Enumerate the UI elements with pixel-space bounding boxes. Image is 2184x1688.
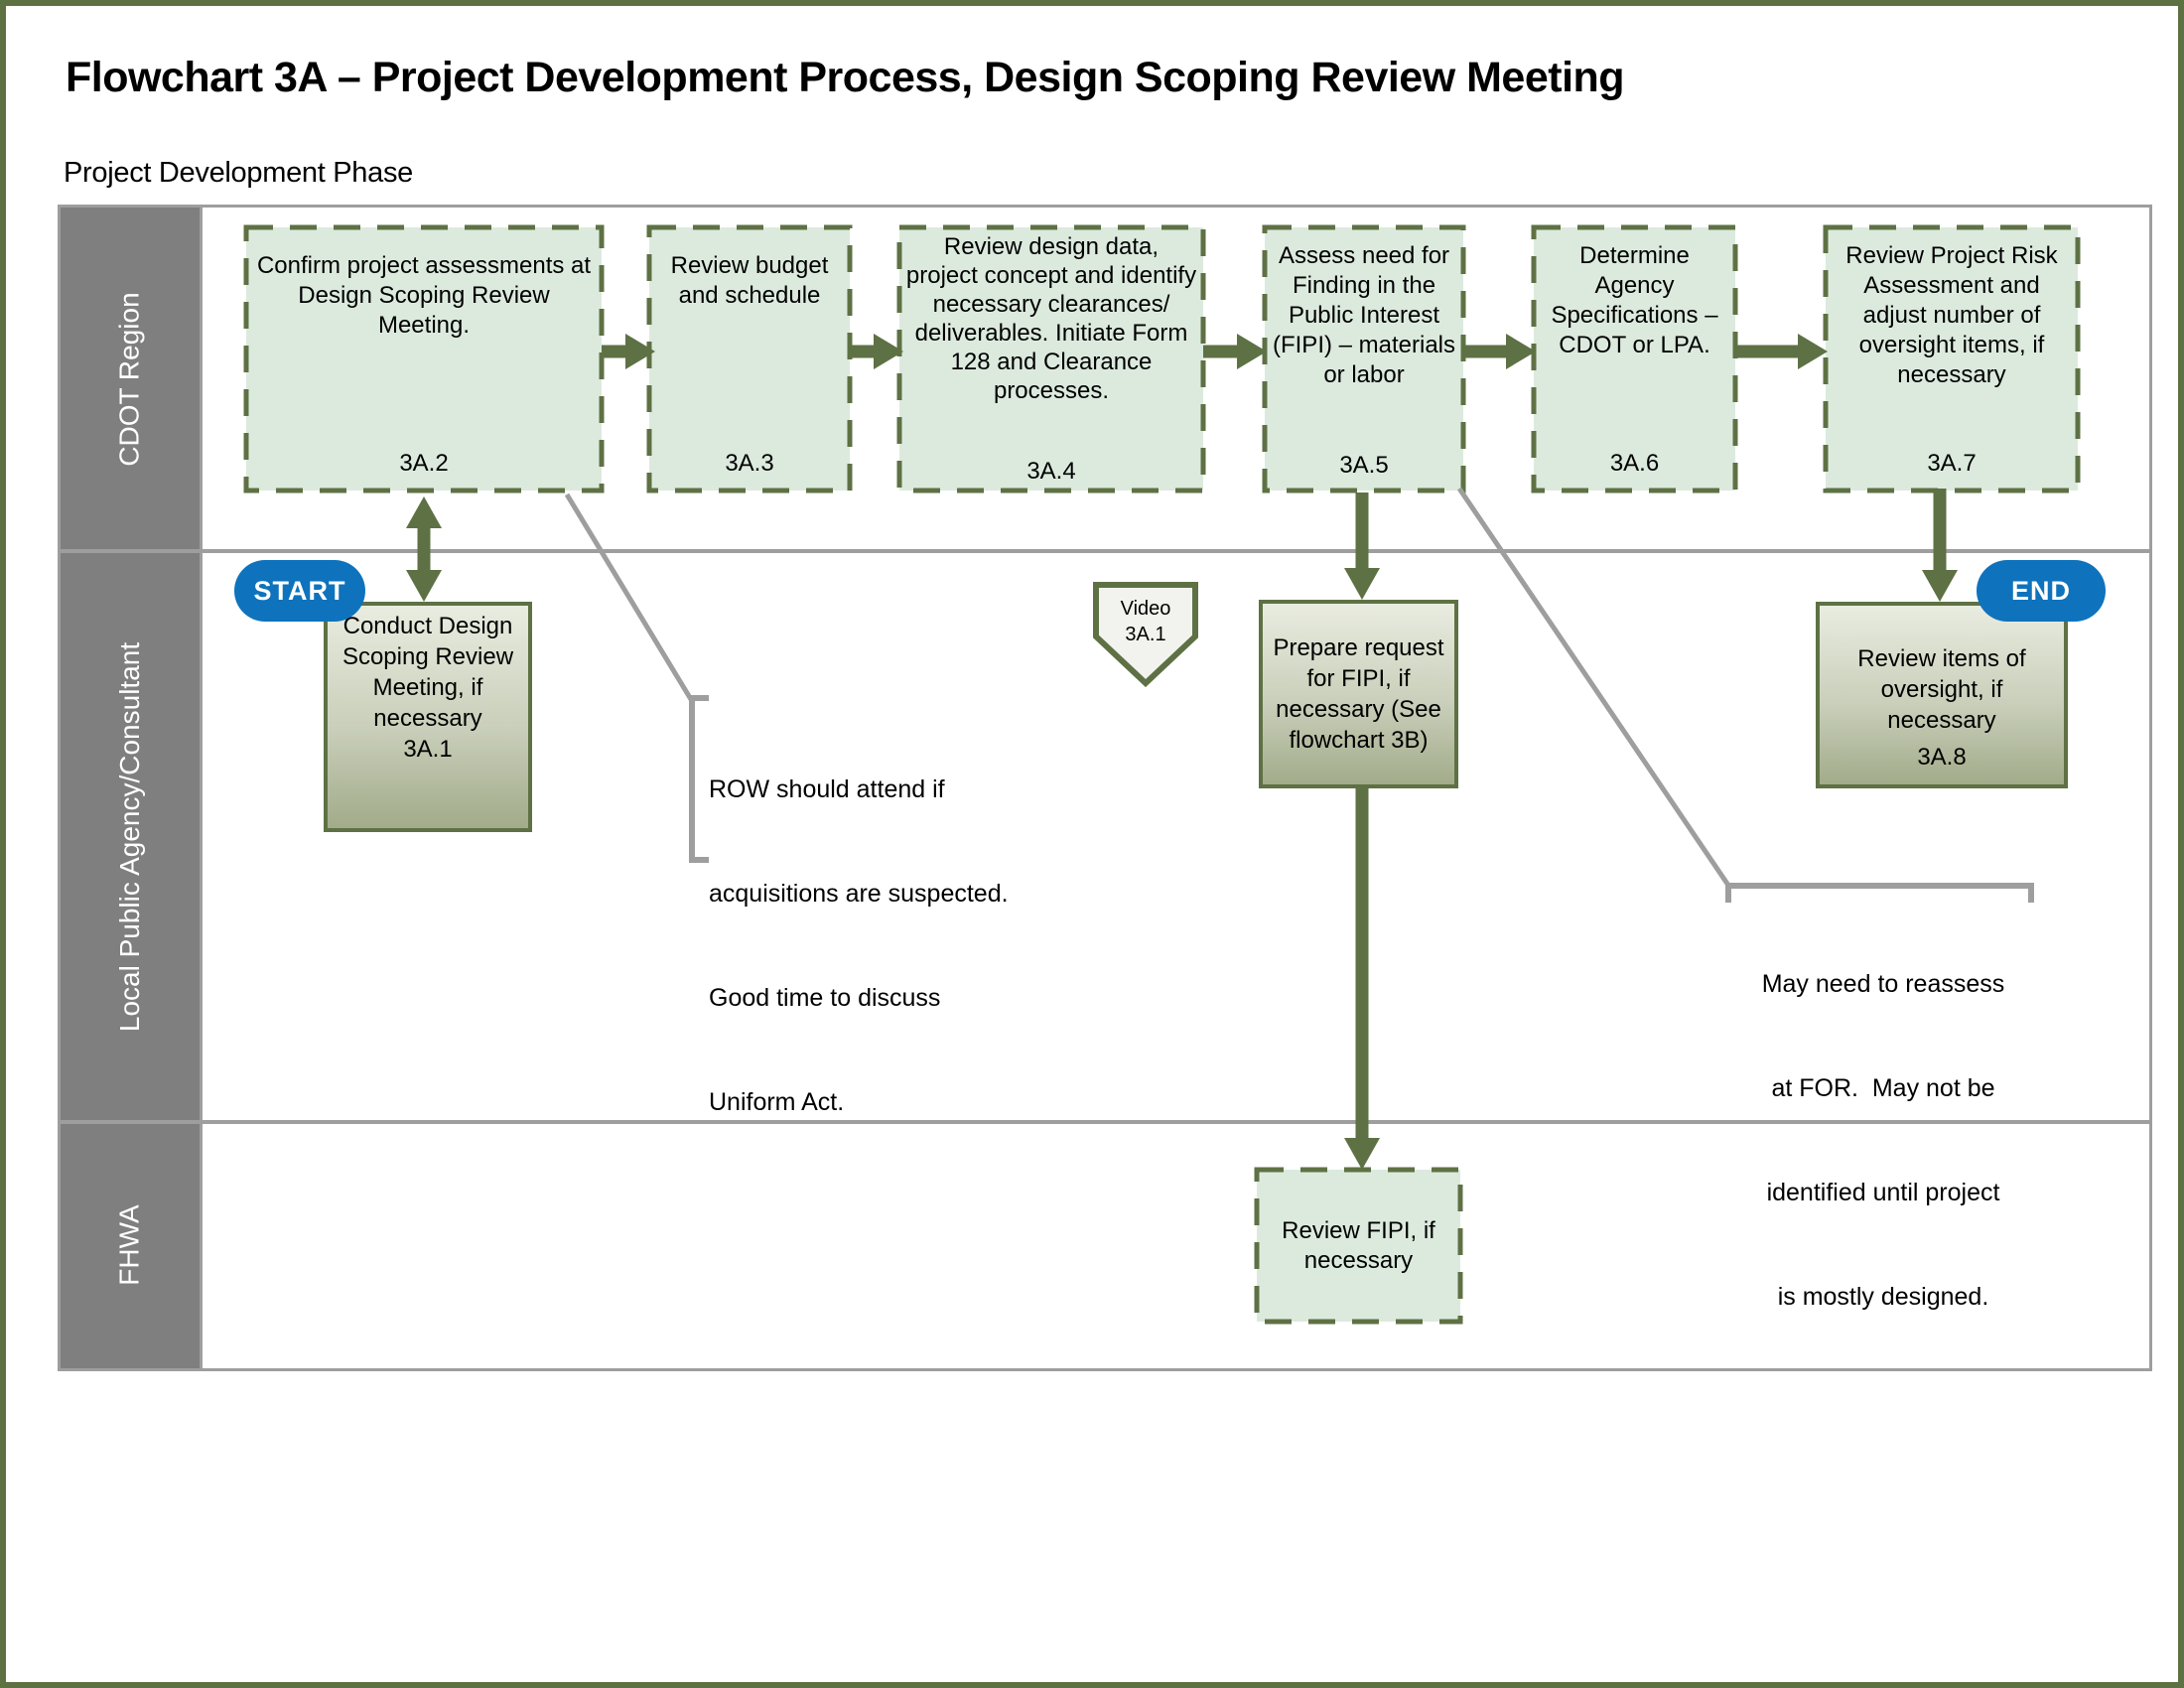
lane-divider-1 [61,549,2149,553]
box-text: Review budget and schedule [670,252,829,309]
box-text: Conduct Design Scoping Review Meeting, i… [341,613,514,732]
process-box-prepare-fipi: Prepare request for FIPI, if necessary (… [1259,600,1458,788]
box-number: 3A.3 [725,450,774,477]
lane-label-text: CDOT Region [114,292,146,467]
box-text: Review Project Risk Assessment and adjus… [1845,242,2058,388]
box-text: Review items of oversight, if necessary [1857,645,2026,734]
process-box-review-fipi: Review FIPI, if necessary [1257,1170,1460,1322]
video-marker: Video 3A.1 [1096,596,1195,647]
process-box-3a2: Confirm project assessments at Design Sc… [246,227,602,491]
callout-line: May need to reassess [1761,970,2005,998]
page-title: Flowchart 3A – Project Development Proce… [66,54,1625,101]
lane-label-cdot-region: CDOT Region [61,208,200,551]
box-text: Confirm project assessments at Design Sc… [256,252,592,339]
end-terminator: END [1977,560,2106,622]
box-text: Prepare request for FIPI, if necessary (… [1273,634,1444,754]
lane-label-fhwa: FHWA [61,1122,200,1368]
lane-label-local-public-agency: Local Public Agency/Consultant [61,551,200,1122]
callout-line: Uniform Act. [709,1088,845,1116]
callout-row-note: ROW should attend if acquisitions are su… [709,703,1056,1190]
process-box-3a4: Review design data, project concept and … [899,227,1203,491]
process-box-3a3: Review budget and schedule 3A.3 [649,227,850,491]
box-text: Determine Agency Specifications – CDOT o… [1551,242,1718,358]
callout-reassess-note: May need to reassess at FOR. May not be … [1719,898,2047,1384]
box-text: Assess need for Finding in the Public In… [1272,242,1456,388]
box-number: 3A.2 [399,450,449,477]
phase-label: Project Development Phase [64,157,413,189]
process-box-3a5: Assess need for Finding in the Public In… [1265,227,1463,491]
callout-line: is mostly designed. [1777,1283,1989,1311]
lane-divider-2 [61,1120,2149,1124]
callout-line: at FOR. May not be [1771,1074,1995,1102]
box-number: 3A.6 [1609,450,1660,477]
callout-line: ROW should attend if [709,775,945,803]
callout-line: identified until project [1766,1179,2000,1206]
lane-label-column-divider [200,208,203,1368]
video-marker-number: 3A.1 [1125,624,1166,645]
box-text: Review design data, project concept and … [905,233,1197,404]
box-number: 3A.8 [1917,744,1967,771]
box-number: 3A.7 [1927,450,1977,477]
lane-label-text: FHWA [113,1204,145,1286]
process-box-3a7: Review Project Risk Assessment and adjus… [1826,227,2078,491]
process-box-3a8: Review items of oversight, if necessary … [1816,602,2068,788]
box-number: 3A.1 [403,736,453,763]
box-number: 3A.4 [1026,458,1076,485]
lane-label-text: Local Public Agency/Consultant [114,641,145,1032]
video-marker-label: Video [1120,598,1171,620]
callout-line: acquisitions are suspected. [709,880,1009,908]
box-number: 3A.5 [1339,452,1389,479]
box-text: Review FIPI, if necessary [1282,1216,1435,1274]
process-box-3a1: Conduct Design Scoping Review Meeting, i… [324,602,532,832]
callout-line: Good time to discuss [709,984,941,1012]
start-terminator: START [234,560,365,622]
process-box-3a6: Determine Agency Specifications – CDOT o… [1534,227,1735,491]
